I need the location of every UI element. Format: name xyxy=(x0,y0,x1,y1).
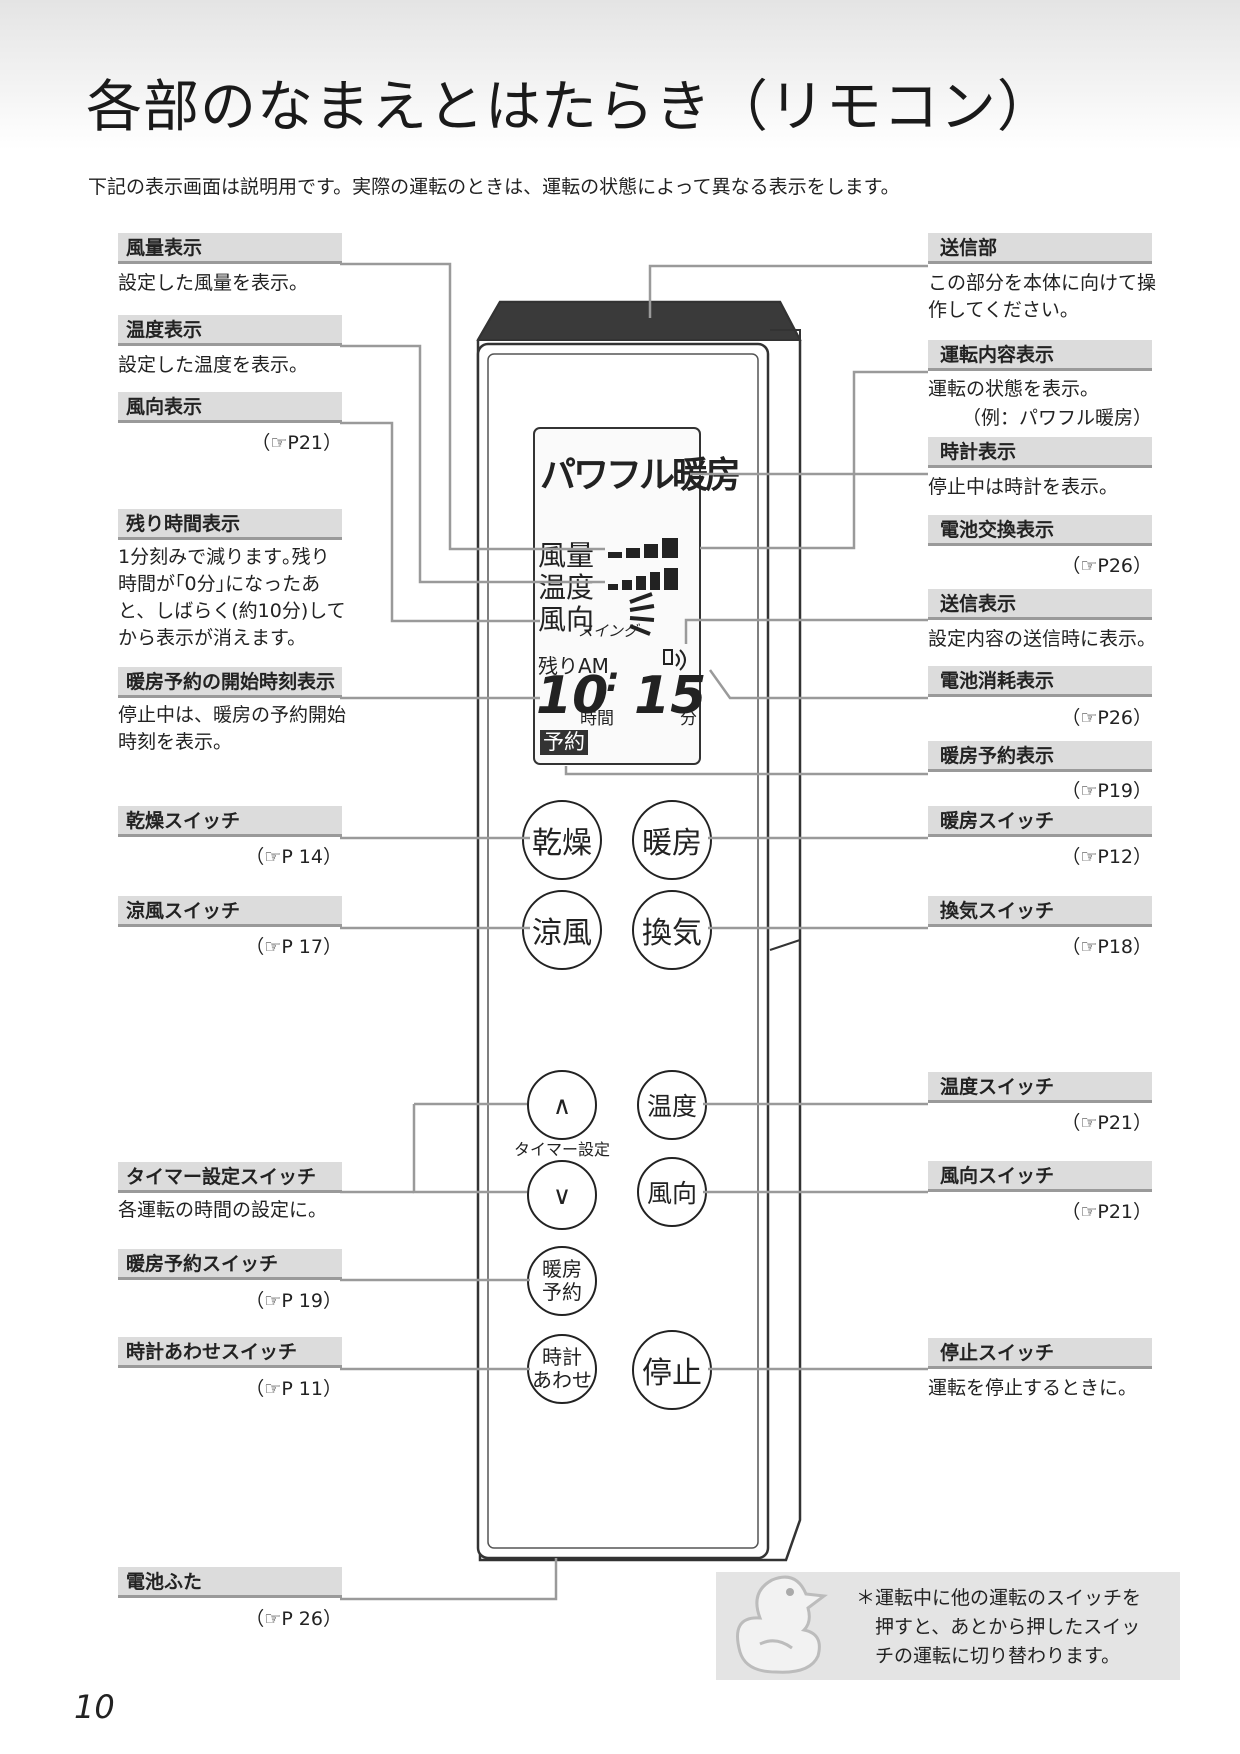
page-title: 各部のなまえとはたらき（リモコン） xyxy=(86,75,1054,140)
heat-reserve-button[interactable]: 暖房 予約 xyxy=(527,1246,597,1316)
ref-battery-replace: （☞P26） xyxy=(1061,555,1152,577)
ref-direction-switch: （☞P21） xyxy=(1061,1201,1152,1223)
ref-reserve-display: （☞P19） xyxy=(1061,780,1152,802)
label-send-display: 送信表示 xyxy=(928,589,1152,620)
label-vent-switch: 換気スイッチ xyxy=(928,896,1152,927)
label-dry-switch: 乾燥スイッチ xyxy=(118,806,342,837)
intro-text: 下記の表示画面は説明用です。実際の運転のときは、運転の状態によって異なる表示をし… xyxy=(88,176,900,198)
ref-reserve-switch: （☞P 19） xyxy=(245,1290,342,1312)
label-reserve-switch: 暖房予約スイッチ xyxy=(118,1249,342,1280)
lcd-swing-text: スイング xyxy=(578,622,639,640)
header-band xyxy=(0,0,1240,150)
lcd-mode-text: パワフル暖房 xyxy=(540,455,741,496)
cool-button[interactable]: 涼風 xyxy=(522,890,602,970)
label-cool-switch: 涼風スイッチ xyxy=(118,896,342,927)
lcd-hour: 10 xyxy=(536,666,609,726)
label-battery-cover: 電池ふた xyxy=(118,1567,342,1598)
label-fan-display: 風量表示 xyxy=(118,233,342,264)
label-temp-display: 温度表示 xyxy=(118,315,342,346)
label-timer-switch: タイマー設定スイッチ xyxy=(118,1162,342,1193)
lcd-temp-text: 温度 xyxy=(538,571,595,604)
label-reserve-start: 暖房予約の開始時刻表示 xyxy=(118,667,342,698)
lcd-minute: 15 xyxy=(634,666,707,726)
battery-signal-icon xyxy=(663,649,686,671)
label-operation-display: 運転内容表示 xyxy=(928,340,1152,371)
swing-rays-icon xyxy=(629,592,655,636)
ref-vent-switch: （☞P18） xyxy=(1061,936,1152,958)
timer-caption: タイマー設定 xyxy=(514,1140,611,1159)
page-number: 10 xyxy=(74,1688,115,1726)
duck-icon xyxy=(736,1575,828,1674)
timer-up-button[interactable]: ∧ xyxy=(527,1070,597,1140)
label-clock-display: 時計表示 xyxy=(928,437,1152,468)
desc-fan-display: 設定した風量を表示。 xyxy=(118,272,309,294)
timer-down-button[interactable]: ∨ xyxy=(527,1160,597,1230)
lcd-reserve-tag: 予約 xyxy=(540,730,588,755)
desc-operation-display: 運転の状態を表示。 xyxy=(928,378,1100,400)
ref-battery-cover: （☞P 26） xyxy=(245,1608,342,1630)
ref-cool-switch: （☞P 17） xyxy=(245,936,342,958)
clock-set-button[interactable]: 時計 あわせ xyxy=(527,1334,597,1404)
lcd-hour-unit: 時間 xyxy=(580,709,614,729)
label-heat-switch: 暖房スイッチ xyxy=(928,806,1152,837)
label-temp-switch: 温度スイッチ xyxy=(928,1072,1152,1103)
label-reserve-display: 暖房予約表示 xyxy=(928,741,1152,772)
desc-remaining-time: 1分刻みで減ります｡残り時間が｢0分｣になったあと、しばらく(約10分)してから… xyxy=(118,546,346,649)
temp-button[interactable]: 温度 xyxy=(637,1070,707,1140)
lcd-display: パワフル暖房 風量 温度 風向 スイング 残りAM 10 : 時間 15 分 予… xyxy=(534,428,741,764)
ref-heat-switch: （☞P12） xyxy=(1061,846,1152,868)
lcd-remain-text: 残りAM xyxy=(538,654,609,678)
lcd-dir-text: 風向 xyxy=(538,603,595,636)
dry-button[interactable]: 乾燥 xyxy=(522,800,602,880)
desc-send-display: 設定内容の送信時に表示。 xyxy=(928,628,1157,650)
vent-button[interactable]: 換気 xyxy=(632,890,712,970)
label-direction-display: 風向表示 xyxy=(118,392,342,423)
desc2-operation-display: （例：パワフル暖房） xyxy=(961,407,1152,429)
desc-reserve-start: 停止中は、暖房の予約開始時刻を表示。 xyxy=(118,704,347,753)
ref-temp-switch: （☞P21） xyxy=(1061,1112,1152,1134)
note-text: ＊運転中に他の運転のスイッチを 押すと、あとから押したスイッ チの運転に切り替わ… xyxy=(856,1587,1142,1667)
ref-dry-switch: （☞P 14） xyxy=(245,846,342,868)
label-battery-low: 電池消耗表示 xyxy=(928,666,1152,697)
label-clock-switch: 時計あわせスイッチ xyxy=(118,1337,342,1368)
desc-timer-switch: 各運転の時間の設定に。 xyxy=(118,1199,328,1221)
ref-clock-switch: （☞P 11） xyxy=(245,1378,342,1400)
label-battery-replace: 電池交換表示 xyxy=(928,515,1152,546)
lcd-minute-unit: 分 xyxy=(680,709,697,729)
desc-transmitter: この部分を本体に向けて操作してください。 xyxy=(928,272,1157,321)
label-direction-switch: 風向スイッチ xyxy=(928,1161,1152,1192)
ref-battery-low: （☞P26） xyxy=(1061,707,1152,729)
desc-temp-display: 設定した温度を表示。 xyxy=(118,354,309,376)
desc-stop-switch: 運転を停止するときに。 xyxy=(928,1377,1138,1399)
lcd-fan-text: 風量 xyxy=(538,539,595,572)
ref-direction-display: （☞P21） xyxy=(251,432,342,454)
temp-level-bars xyxy=(608,568,678,590)
desc-clock-display: 停止中は時計を表示。 xyxy=(928,476,1119,498)
label-stop-switch: 停止スイッチ xyxy=(928,1338,1152,1369)
stop-button[interactable]: 停止 xyxy=(632,1330,712,1410)
fan-level-bars xyxy=(608,538,678,558)
lcd-colon: : xyxy=(606,660,620,700)
label-remaining-time: 残り時間表示 xyxy=(118,509,342,540)
heat-button[interactable]: 暖房 xyxy=(632,800,712,880)
label-transmitter: 送信部 xyxy=(928,233,1152,264)
